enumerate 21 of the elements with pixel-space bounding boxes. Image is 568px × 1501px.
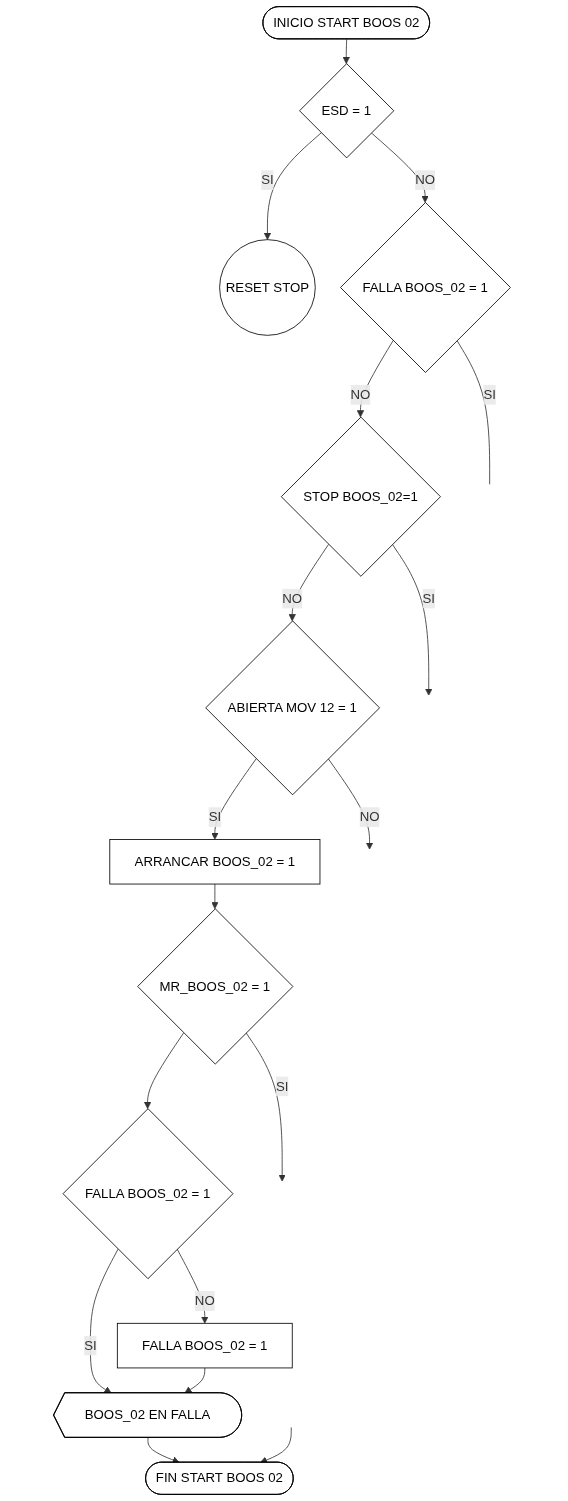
node-box: FALLA BOOS_02 = 1 (116, 1322, 293, 1369)
edge-label: NO (415, 172, 435, 187)
edge-label: SI (275, 1078, 289, 1094)
node-diamond: STOP BOOS_02=1 (280, 416, 441, 577)
edge-label: NO (282, 591, 303, 606)
node-diamond: MR_BOOS_02 = 1 (137, 908, 294, 1065)
node-diamond: ABIERTA MOV 12 = 1 (205, 620, 380, 796)
connector (456, 340, 491, 485)
node-diamond: ESD = 1 (299, 63, 395, 159)
node-box: ARRANCAR BOOS_02 = 1 (109, 839, 321, 885)
edge-label: NO (194, 1293, 215, 1308)
edge-label: NO (359, 809, 380, 824)
node-diamond: FALLA BOOS_02 = 1 (62, 1108, 234, 1280)
edge-label: SI (84, 1338, 97, 1353)
node-diamond: FALLA BOOS_02 = 1 (340, 202, 511, 373)
edge-label: SI (483, 387, 496, 402)
edge-label: SI (422, 591, 435, 606)
edge-label: NO (350, 387, 371, 402)
edge-label: SI (261, 172, 274, 187)
edge-label: SI (208, 809, 222, 824)
node-circle: RESET STOP (219, 239, 316, 336)
